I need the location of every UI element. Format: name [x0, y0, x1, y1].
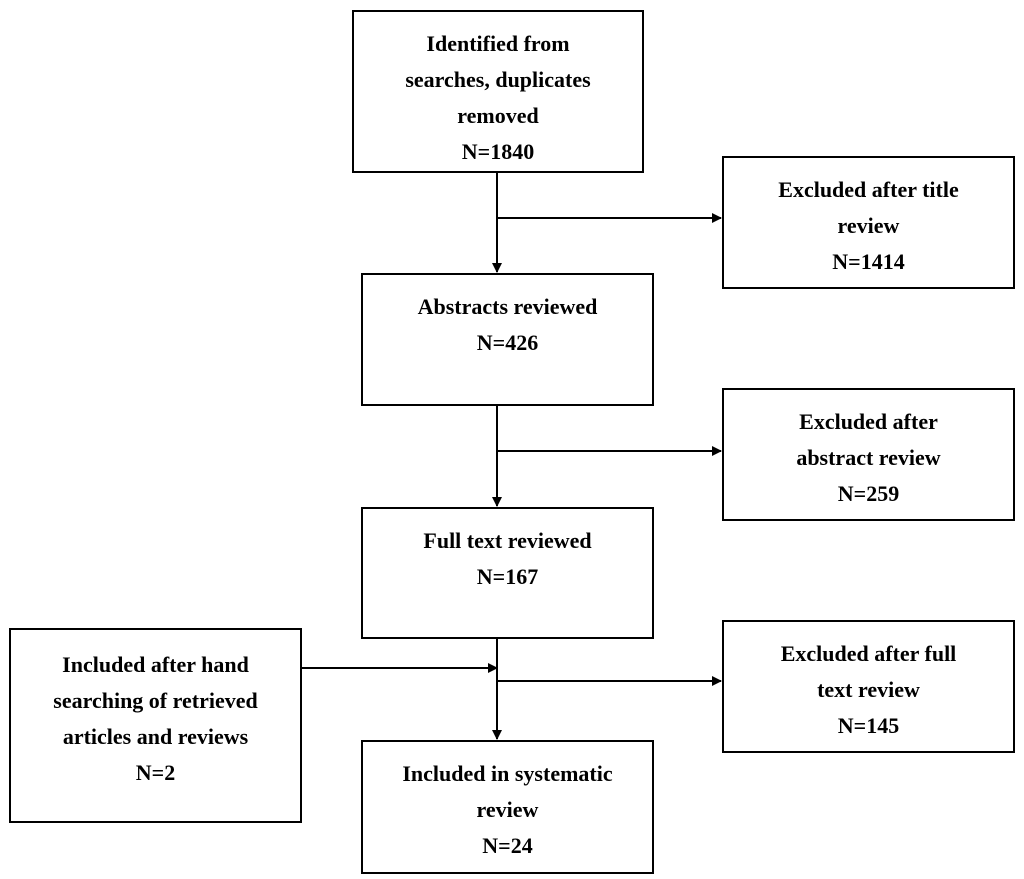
excluded-abstract-label-line-2: abstract review [796, 445, 941, 470]
excluded-full-text-count: N=145 [837, 713, 900, 738]
excluded-abstract-count: N=259 [837, 481, 900, 506]
identified-label-line-3: removed [457, 103, 539, 128]
excluded-abstract-label-line-1: Excluded after [799, 409, 938, 434]
included-label-line-2: review [476, 797, 539, 822]
excluded-full-text-label-line-2: text review [817, 677, 920, 702]
full-text-count: N=167 [476, 564, 539, 589]
excluded-title-count: N=1414 [832, 249, 905, 274]
excluded-title-box: Excluded after title review N=1414 [722, 156, 1015, 289]
excluded-full-text-box: Excluded after full text review N=145 [722, 620, 1015, 753]
included-count: N=24 [482, 833, 533, 858]
abstracts-label: Abstracts reviewed [417, 294, 598, 319]
abstracts-count: N=426 [476, 330, 539, 355]
full-text-box: Full text reviewed N=167 [361, 507, 654, 639]
full-text-label: Full text reviewed [423, 528, 592, 553]
identified-label-line-2: searches, duplicates [405, 67, 591, 92]
hand-search-box: Included after hand searching of retriev… [9, 628, 302, 823]
included-label-line-1: Included in systematic [402, 761, 613, 786]
hand-search-label-line-2: searching of retrieved [53, 688, 258, 713]
excluded-title-label-line-1: Excluded after title [778, 177, 959, 202]
excluded-title-label-line-2: review [837, 213, 900, 238]
excluded-abstract-box: Excluded after abstract review N=259 [722, 388, 1015, 521]
abstracts-box: Abstracts reviewed N=426 [361, 273, 654, 406]
identified-box: Identified from searches, duplicates rem… [352, 10, 644, 173]
identified-label-line-1: Identified from [426, 31, 570, 56]
hand-search-label-line-1: Included after hand [62, 652, 249, 677]
hand-search-label-line-3: articles and reviews [62, 724, 249, 749]
excluded-full-text-label-line-1: Excluded after full [780, 641, 957, 666]
included-box: Included in systematic review N=24 [361, 740, 654, 874]
hand-search-count: N=2 [135, 760, 176, 785]
identified-count: N=1840 [461, 139, 535, 164]
